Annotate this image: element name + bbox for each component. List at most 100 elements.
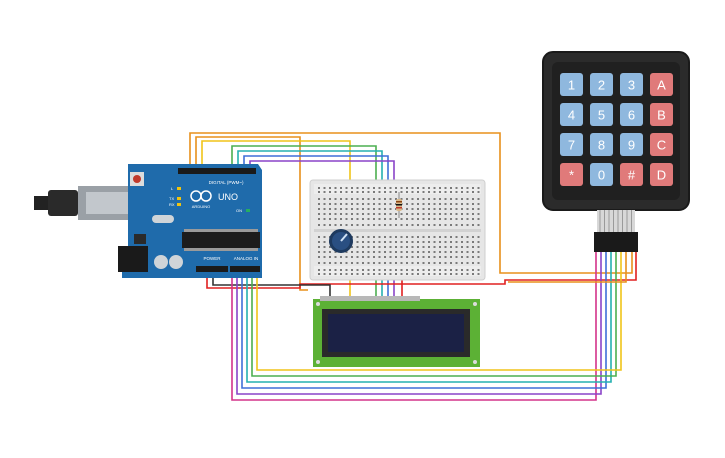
- breadboard-hole[interactable]: [422, 246, 425, 248]
- breadboard-hole[interactable]: [428, 246, 430, 248]
- breadboard-hole[interactable]: [422, 187, 425, 189]
- breadboard-hole[interactable]: [444, 224, 447, 226]
- breadboard-hole[interactable]: [411, 203, 414, 205]
- breadboard-hole[interactable]: [367, 246, 370, 248]
- keypad-key-2[interactable]: 2: [590, 73, 613, 96]
- breadboard-hole[interactable]: [362, 218, 364, 220]
- breadboard-hole[interactable]: [466, 236, 469, 238]
- breadboard-hole[interactable]: [439, 208, 441, 210]
- breadboard-hole[interactable]: [461, 187, 463, 189]
- breadboard-hole[interactable]: [439, 256, 441, 258]
- breadboard-hole[interactable]: [400, 246, 403, 248]
- breadboard-hole[interactable]: [422, 208, 425, 210]
- breadboard-hole[interactable]: [466, 208, 469, 210]
- breadboard-hole[interactable]: [323, 241, 326, 243]
- breadboard-hole[interactable]: [450, 269, 452, 271]
- breadboard-hole[interactable]: [340, 187, 342, 189]
- breadboard-hole[interactable]: [444, 262, 447, 264]
- breadboard-hole[interactable]: [477, 236, 480, 238]
- breadboard-hole[interactable]: [384, 187, 386, 189]
- breadboard-hole[interactable]: [378, 198, 381, 200]
- breadboard-hole[interactable]: [422, 269, 425, 271]
- breadboard-hole[interactable]: [477, 218, 480, 220]
- breadboard-hole[interactable]: [444, 198, 447, 200]
- breadboard-hole[interactable]: [389, 213, 392, 215]
- keypad-key-6[interactable]: 6: [620, 103, 643, 126]
- breadboard[interactable]: [309, 179, 486, 281]
- breadboard-hole[interactable]: [351, 251, 353, 253]
- breadboard-hole[interactable]: [318, 191, 320, 193]
- keypad-key-cap[interactable]: [620, 73, 643, 96]
- breadboard-hole[interactable]: [345, 208, 348, 210]
- breadboard-hole[interactable]: [472, 198, 474, 200]
- breadboard-hole[interactable]: [334, 187, 337, 189]
- breadboard-hole[interactable]: [433, 251, 436, 253]
- breadboard-hole[interactable]: [329, 218, 331, 220]
- breadboard-hole[interactable]: [466, 213, 469, 215]
- breadboard-hole[interactable]: [444, 236, 447, 238]
- breadboard-hole[interactable]: [450, 241, 452, 243]
- breadboard-hole[interactable]: [340, 224, 342, 226]
- keypad-key-0[interactable]: 0: [590, 163, 613, 186]
- breadboard-hole[interactable]: [466, 218, 469, 220]
- breadboard-hole[interactable]: [395, 224, 397, 226]
- breadboard-hole[interactable]: [439, 269, 441, 271]
- breadboard-hole[interactable]: [395, 251, 397, 253]
- breadboard-hole[interactable]: [417, 246, 419, 248]
- breadboard-hole[interactable]: [323, 262, 326, 264]
- breadboard-hole[interactable]: [444, 256, 447, 258]
- breadboard-hole[interactable]: [340, 269, 342, 271]
- breadboard-hole[interactable]: [439, 262, 441, 264]
- breadboard-hole[interactable]: [334, 191, 337, 193]
- breadboard-hole[interactable]: [444, 246, 447, 248]
- keypad-key-cap[interactable]: [620, 133, 643, 156]
- breadboard-hole[interactable]: [406, 187, 408, 189]
- breadboard-hole[interactable]: [345, 256, 348, 258]
- breadboard-hole[interactable]: [384, 224, 386, 226]
- breadboard-hole[interactable]: [472, 203, 474, 205]
- breadboard-hole[interactable]: [450, 273, 452, 275]
- breadboard-hole[interactable]: [406, 273, 408, 275]
- keypad-key-7[interactable]: 7: [560, 133, 583, 156]
- breadboard-hole[interactable]: [450, 203, 452, 205]
- breadboard-hole[interactable]: [428, 198, 430, 200]
- breadboard-hole[interactable]: [417, 198, 419, 200]
- breadboard-hole[interactable]: [395, 213, 397, 215]
- breadboard-hole[interactable]: [323, 256, 326, 258]
- breadboard-hole[interactable]: [455, 251, 458, 253]
- breadboard-hole[interactable]: [378, 262, 381, 264]
- breadboard-hole[interactable]: [340, 273, 342, 275]
- breadboard-hole[interactable]: [450, 218, 452, 220]
- keypad-key-cap[interactable]: [650, 73, 673, 96]
- breadboard-hole[interactable]: [433, 273, 436, 275]
- breadboard-hole[interactable]: [356, 213, 359, 215]
- breadboard-hole[interactable]: [461, 208, 463, 210]
- breadboard-hole[interactable]: [444, 273, 447, 275]
- breadboard-hole[interactable]: [367, 208, 370, 210]
- breadboard-hole[interactable]: [395, 256, 397, 258]
- keypad-key-cap[interactable]: [650, 163, 673, 186]
- breadboard-hole[interactable]: [422, 273, 425, 275]
- breadboard-hole[interactable]: [422, 198, 425, 200]
- breadboard-hole[interactable]: [466, 246, 469, 248]
- breadboard-hole[interactable]: [389, 273, 392, 275]
- breadboard-hole[interactable]: [384, 262, 386, 264]
- breadboard-hole[interactable]: [455, 256, 458, 258]
- breadboard-hole[interactable]: [406, 246, 408, 248]
- breadboard-hole[interactable]: [384, 203, 386, 205]
- breadboard-hole[interactable]: [323, 236, 326, 238]
- breadboard-hole[interactable]: [455, 224, 458, 226]
- breadboard-hole[interactable]: [323, 246, 326, 248]
- breadboard-hole[interactable]: [439, 251, 441, 253]
- breadboard-hole[interactable]: [400, 269, 403, 271]
- breadboard-hole[interactable]: [384, 198, 386, 200]
- breadboard-hole[interactable]: [461, 269, 463, 271]
- breadboard-hole[interactable]: [428, 241, 430, 243]
- breadboard-hole[interactable]: [329, 203, 331, 205]
- breadboard-hole[interactable]: [422, 203, 425, 205]
- breadboard-hole[interactable]: [373, 203, 375, 205]
- breadboard-hole[interactable]: [395, 191, 397, 193]
- breadboard-hole[interactable]: [417, 218, 419, 220]
- breadboard-hole[interactable]: [323, 198, 326, 200]
- breadboard-hole[interactable]: [406, 218, 408, 220]
